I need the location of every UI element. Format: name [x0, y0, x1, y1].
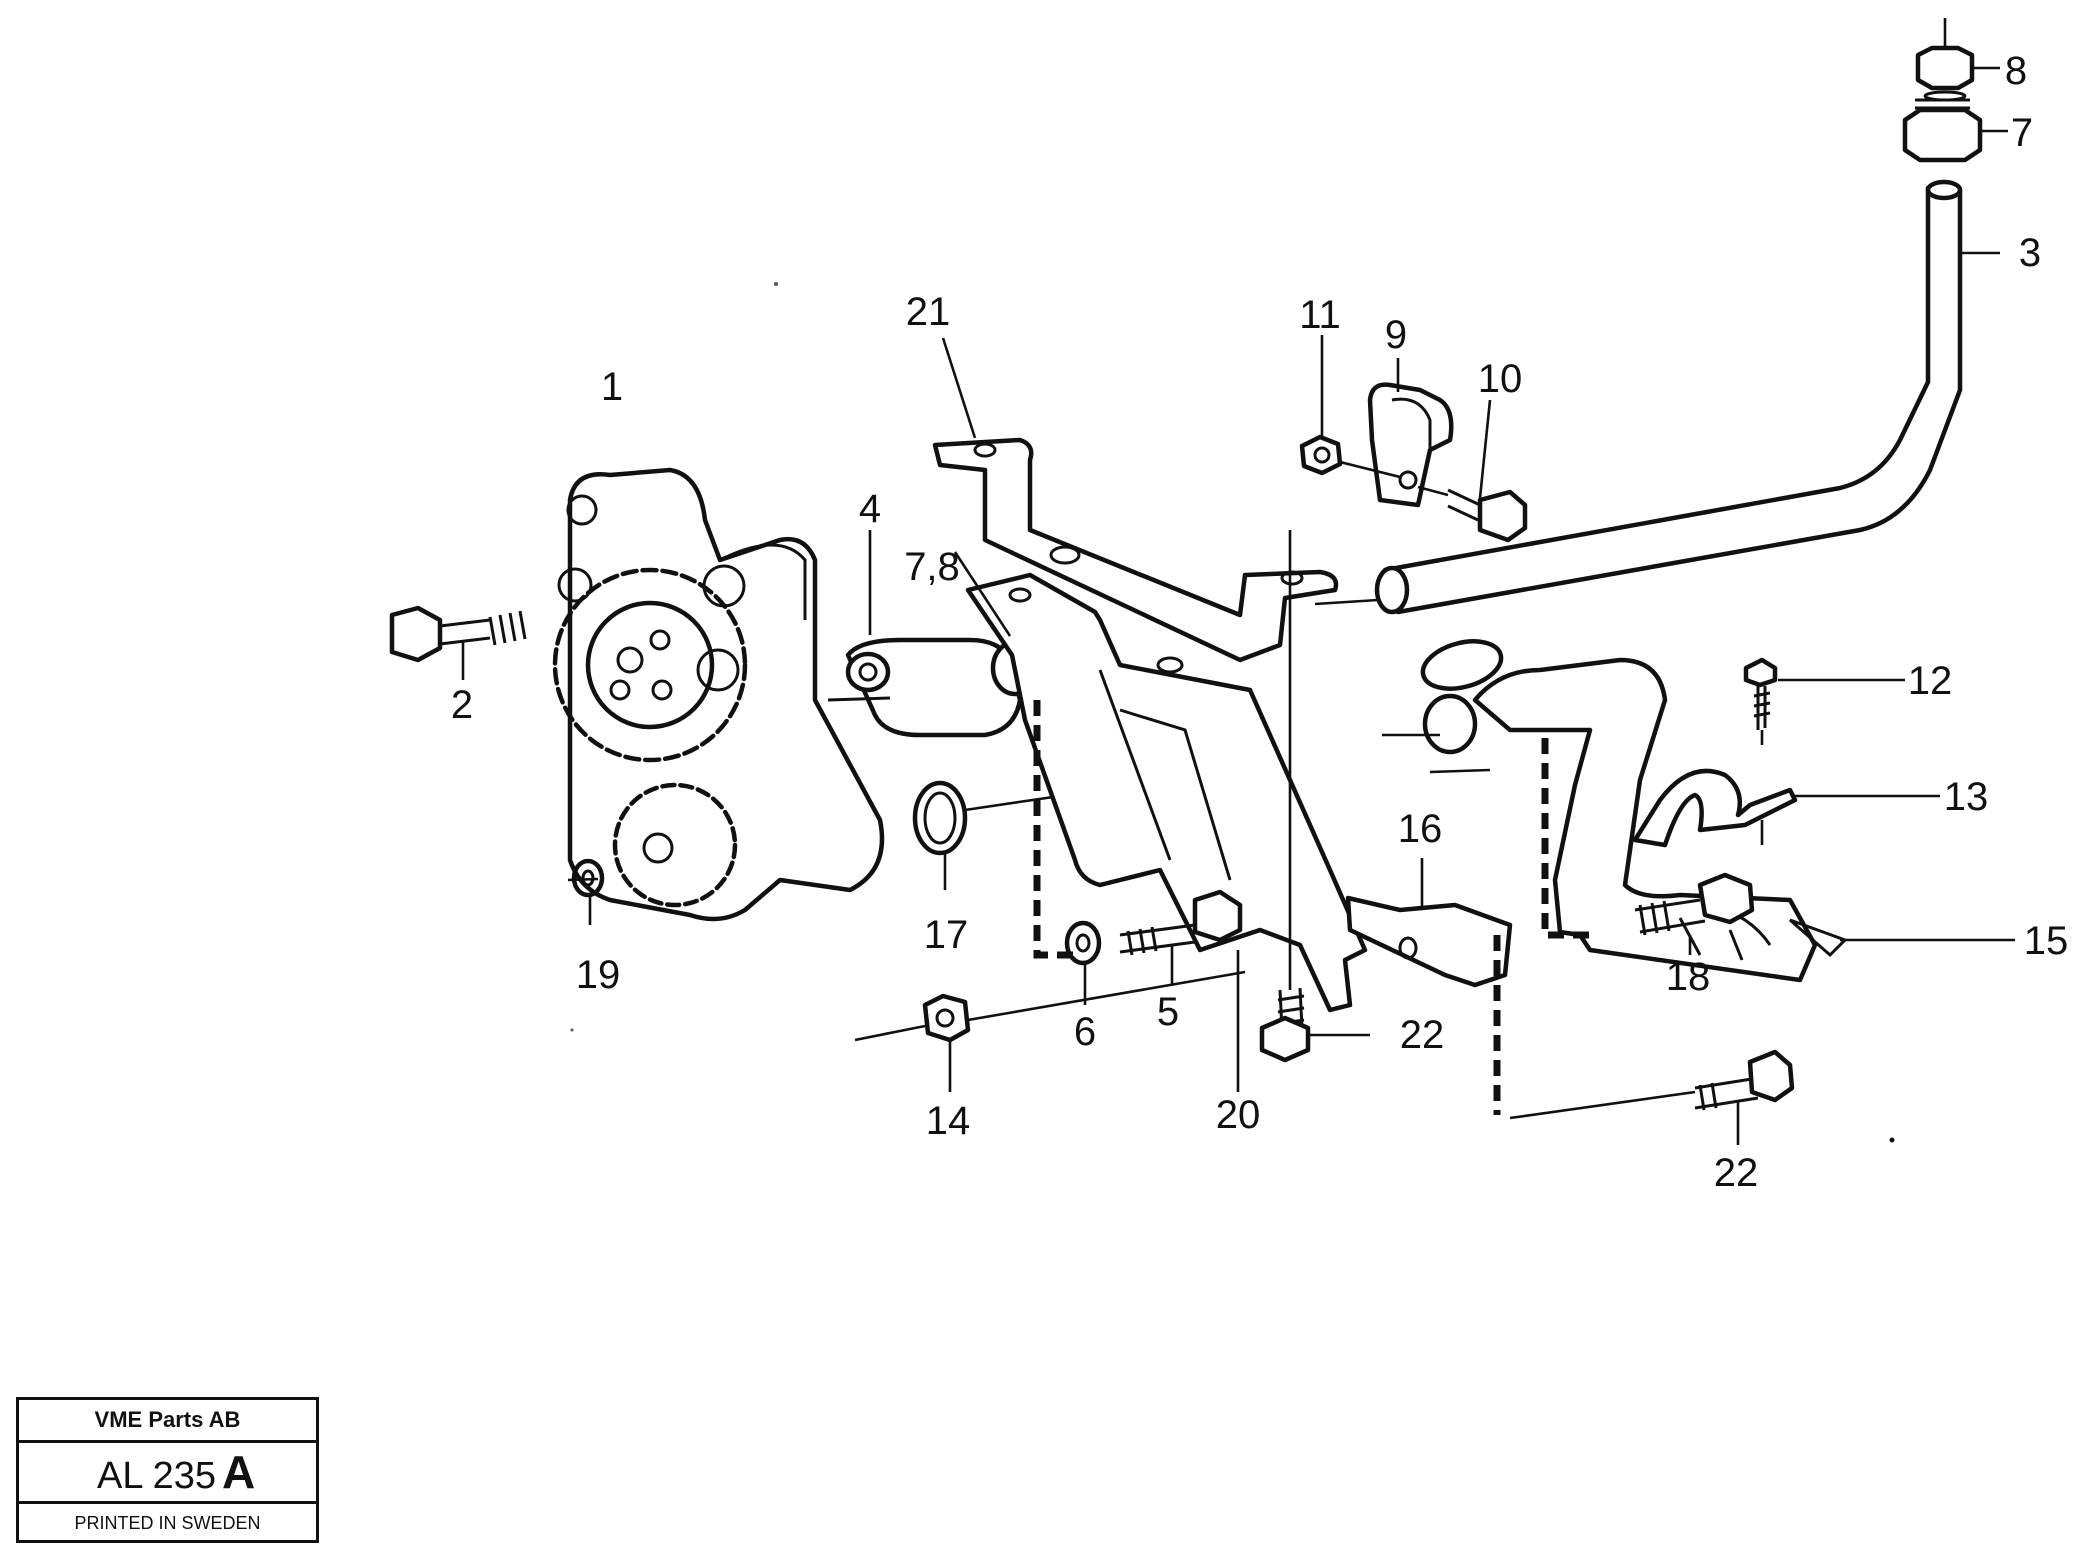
drive-gear — [552, 567, 748, 763]
callout-10: 10 — [1478, 357, 1523, 401]
callout-15: 15 — [2024, 919, 2069, 963]
callout-22-lower: 22 — [1714, 1151, 1759, 1195]
bolt-item-18 — [1634, 872, 1755, 955]
bracket-item-20 — [965, 572, 1368, 1092]
callout-19: 19 — [576, 953, 621, 997]
leader-item-7-8 — [953, 551, 1012, 637]
callout-2: 2 — [451, 683, 473, 727]
print-specks — [570, 282, 1895, 1143]
callout-17: 17 — [924, 913, 969, 957]
callout-22-upper: 22 — [1400, 1013, 1445, 1057]
support-bracket-item-21 — [932, 337, 1339, 663]
oil-pump-housing — [557, 467, 885, 922]
bolt-item-22-lower — [1509, 1049, 1795, 1145]
drawing-revision: A — [222, 1446, 256, 1498]
callout-18: 18 — [1666, 955, 1711, 999]
clamp-item-9 — [1339, 358, 1454, 508]
oil-pipe-item-3 — [1314, 179, 2000, 615]
screw-item-12 — [1743, 657, 1905, 745]
callout-9: 9 — [1385, 313, 1407, 357]
callout-3: 3 — [2019, 231, 2041, 275]
callout-labels: 1 2 3 4 7,8 5 6 7 8 9 10 11 12 13 14 15 … — [451, 49, 2068, 1195]
drawing-code-number: AL 235 — [97, 1455, 217, 1497]
bolt-item-22-upper — [1259, 530, 1370, 1063]
washer-item-19 — [567, 858, 605, 925]
bolt-item-5 — [1119, 889, 1243, 985]
bolt-item-10 — [1417, 399, 1528, 543]
bolt-item-2 — [389, 605, 527, 680]
nut-item-11 — [1299, 335, 1343, 476]
callout-1: 1 — [601, 365, 623, 409]
assembly-dash-lines — [1033, 700, 1595, 1115]
callout-13: 13 — [1944, 775, 1989, 819]
plug-item-8 — [1915, 18, 2000, 102]
callout-8: 8 — [2005, 49, 2027, 93]
clamp-item-13 — [1632, 768, 1940, 848]
union-nut-item-7 — [1902, 98, 2008, 163]
printed-in: PRINTED IN SWEDEN — [74, 1513, 261, 1533]
callout-5: 5 — [1157, 990, 1179, 1034]
bracket-item-16 — [1345, 858, 1513, 988]
washer-item-6 — [1064, 920, 1102, 1005]
company-name: VME Parts AB — [19, 1400, 316, 1443]
callout-12: 12 — [1908, 659, 1953, 703]
callout-7: 7 — [2011, 111, 2033, 155]
callout-14: 14 — [926, 1099, 971, 1143]
idler-gear — [612, 782, 738, 908]
nut-item-14 — [854, 970, 1246, 1092]
callout-7-8: 7,8 — [904, 545, 960, 589]
callout-20: 20 — [1216, 1093, 1261, 1137]
callout-21: 21 — [906, 290, 951, 334]
callout-16: 16 — [1398, 807, 1443, 851]
callout-11: 11 — [1299, 293, 1341, 337]
callout-6: 6 — [1074, 1010, 1096, 1054]
callout-4: 4 — [859, 487, 881, 531]
o-ring-item-17 — [912, 780, 1061, 890]
